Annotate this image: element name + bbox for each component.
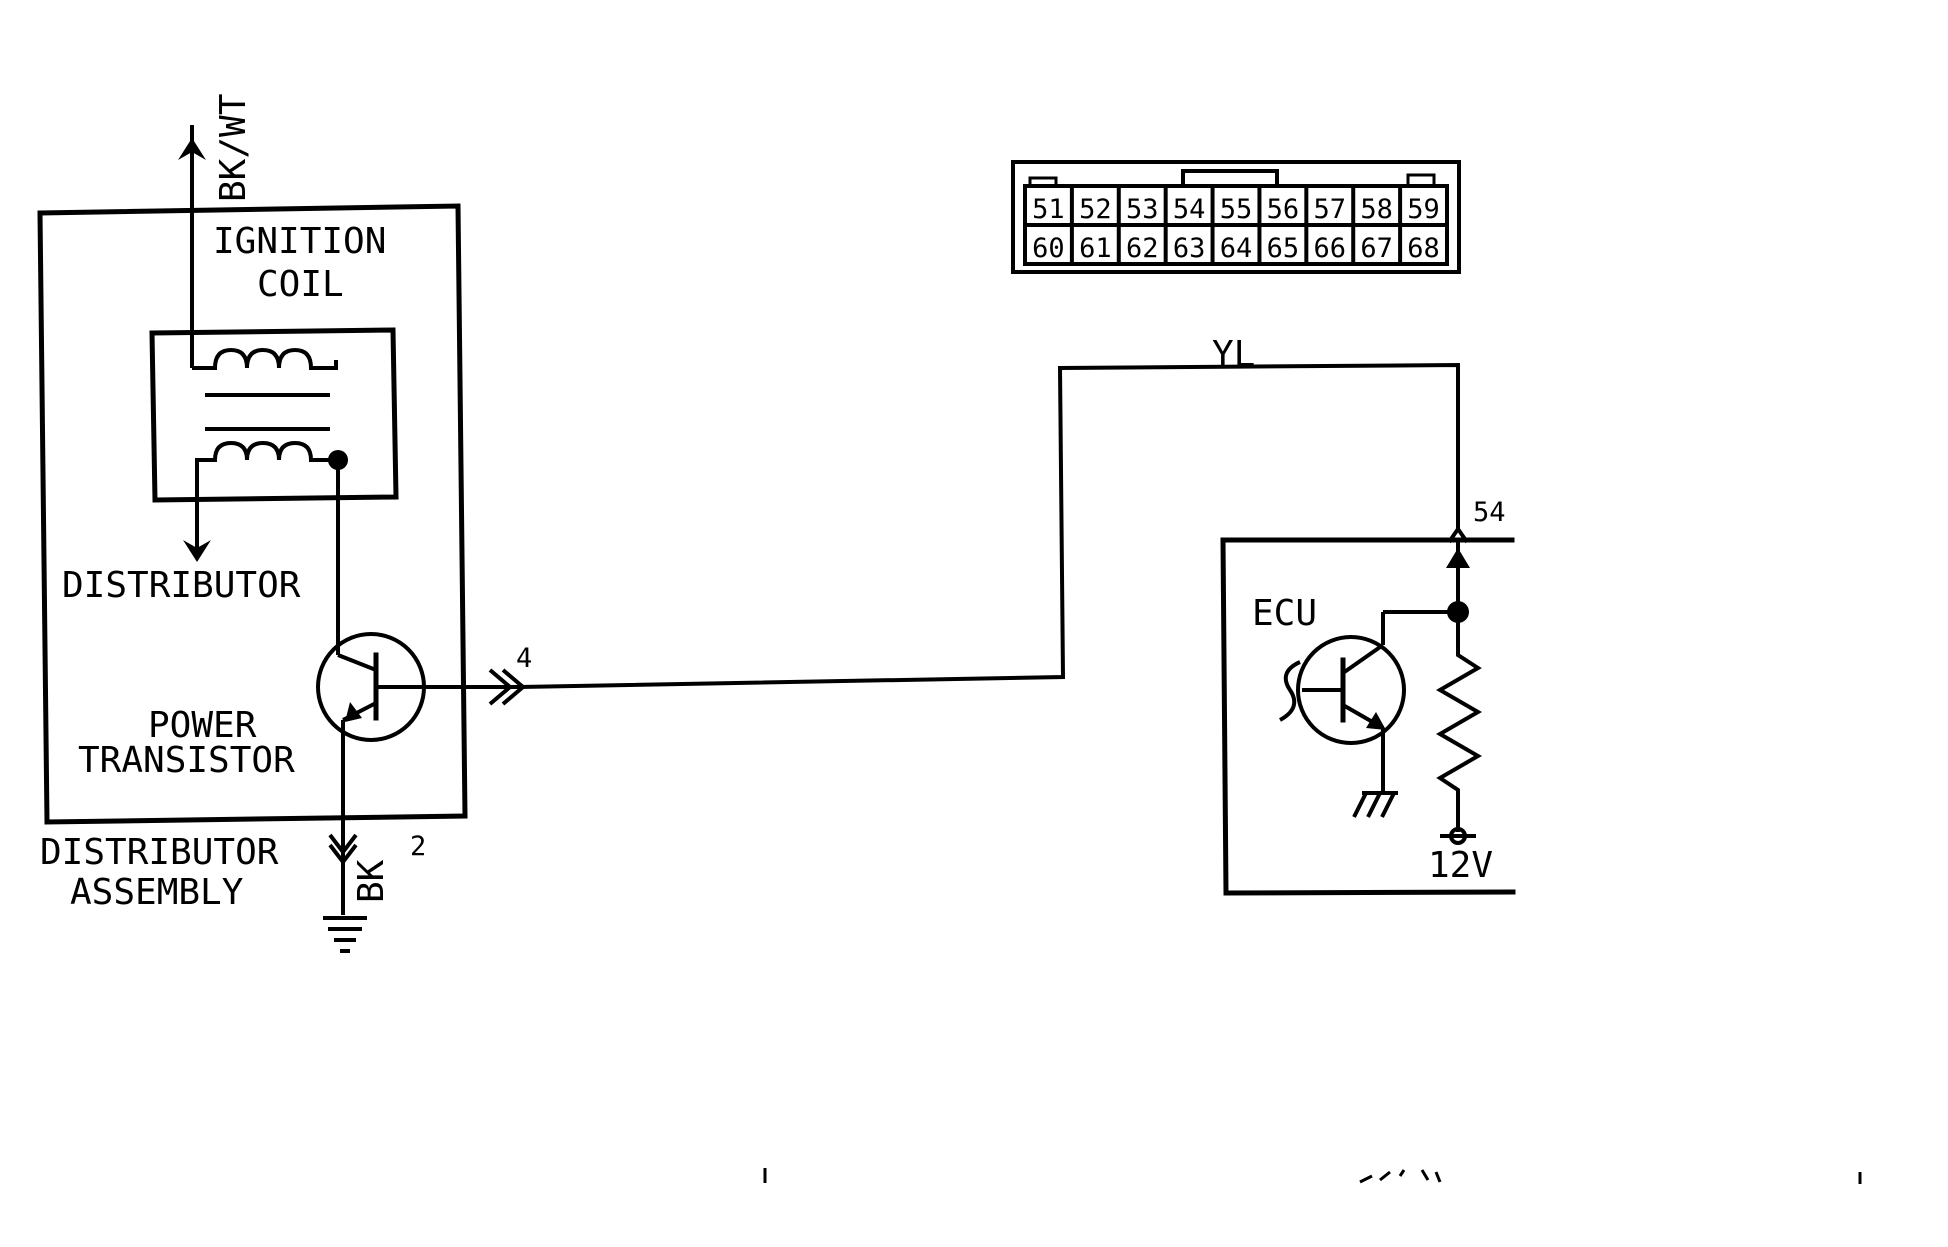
power-transistor-label-1: POWER (148, 705, 257, 746)
ignition-coil-box (149, 327, 399, 503)
connector-latch-left (1028, 176, 1058, 188)
transistor-collector-leg (337, 653, 377, 672)
connector-pin-57: 57 (1314, 194, 1347, 225)
ecu-transistor-collector-leg (1341, 643, 1385, 675)
connector-pin-51: 51 (1032, 194, 1065, 225)
bk-wt-label: BK/WT (213, 94, 254, 202)
bk-label: BK (351, 859, 392, 903)
connector-pin-62: 62 (1126, 233, 1159, 264)
12v-label: 12V (1428, 845, 1493, 886)
connector-pin-66: 66 (1314, 233, 1347, 264)
distributor-assembly-label-2: ASSEMBLY (70, 872, 244, 913)
ecu-label: ECU (1252, 593, 1317, 634)
pin-2-connector-icon (328, 833, 358, 856)
connector-pin-56: 56 (1267, 194, 1300, 225)
pull-up-resistor-icon (1436, 612, 1482, 832)
yl-wire-path (425, 362, 1460, 689)
connector-pin-64: 64 (1220, 233, 1253, 264)
pin-54-label: 54 (1473, 497, 1506, 528)
ecu-transistor-emitter-arrow-icon (1366, 712, 1386, 730)
ignition-coil-label-2: COIL (257, 264, 344, 305)
power-transistor-label-2: TRANSISTOR (78, 740, 295, 781)
connector-pin-68: 68 (1407, 233, 1440, 264)
ground-icon (323, 916, 367, 953)
connector-pin-61: 61 (1079, 233, 1112, 264)
transistor-emitter-arrow-icon (345, 702, 362, 722)
ecu-input-arrow-icon (1446, 548, 1470, 568)
connector-pin-dividers (1069, 186, 1403, 264)
ecu-signal-input-icon (1278, 660, 1301, 722)
pin-54-connector-icon (1447, 525, 1469, 544)
connector-outline (1011, 160, 1461, 274)
connector-pin-60: 60 (1032, 233, 1065, 264)
yl-label: YL (1212, 334, 1255, 375)
primary-winding (192, 347, 338, 370)
scan-artifacts (763, 1168, 1862, 1184)
connector-pin-53: 53 (1126, 194, 1159, 225)
secondary-winding (195, 440, 338, 470)
ecu-chassis-ground-icon (1352, 791, 1398, 818)
pin-2-label: 2 (410, 831, 426, 862)
connector-pin-55: 55 (1220, 194, 1253, 225)
connector-pin-52: 52 (1079, 194, 1112, 225)
distributor-arrow-icon (183, 540, 211, 562)
distributor-assembly-box (37, 203, 468, 825)
ignition-coil-label-1: IGNITION (213, 221, 386, 262)
connector-pin-54: 54 (1173, 194, 1206, 225)
connector-bottom-row: 60 61 62 63 64 65 66 67 68 (1032, 233, 1440, 264)
ecu-box (1220, 537, 1516, 896)
distributor-assembly-label-1: DISTRIBUTOR (40, 832, 279, 873)
bk-wt-arrow-icon (178, 138, 206, 160)
yl-wire: 4 YL (425, 334, 1460, 706)
ecu-transistor-symbol (1296, 635, 1406, 745)
distributor-label: DISTRIBUTOR (62, 565, 301, 606)
pin-2-connector-icon-b (328, 843, 358, 866)
connector-latch-right (1406, 173, 1436, 188)
distributor-assembly: BK/WT IGNITION COIL DISTRIBUTOR POWER TR… (37, 94, 468, 953)
connector-key-tab (1181, 169, 1279, 186)
connector-pin-65: 65 (1267, 233, 1300, 264)
connector-pin-58: 58 (1360, 194, 1393, 225)
connector-pinout: 51 52 53 54 55 56 57 58 59 60 61 62 63 64 65 66 67 68 (1011, 160, 1461, 274)
connector-pin-59: 59 (1407, 194, 1440, 225)
connector-pin-63: 63 (1173, 233, 1206, 264)
connector-pin-67: 67 (1360, 233, 1393, 264)
pin-4-label: 4 (516, 643, 532, 674)
ecu: 54 ECU 12V (1220, 497, 1516, 896)
connector-top-row: 51 52 53 54 55 56 57 58 59 (1032, 194, 1440, 225)
